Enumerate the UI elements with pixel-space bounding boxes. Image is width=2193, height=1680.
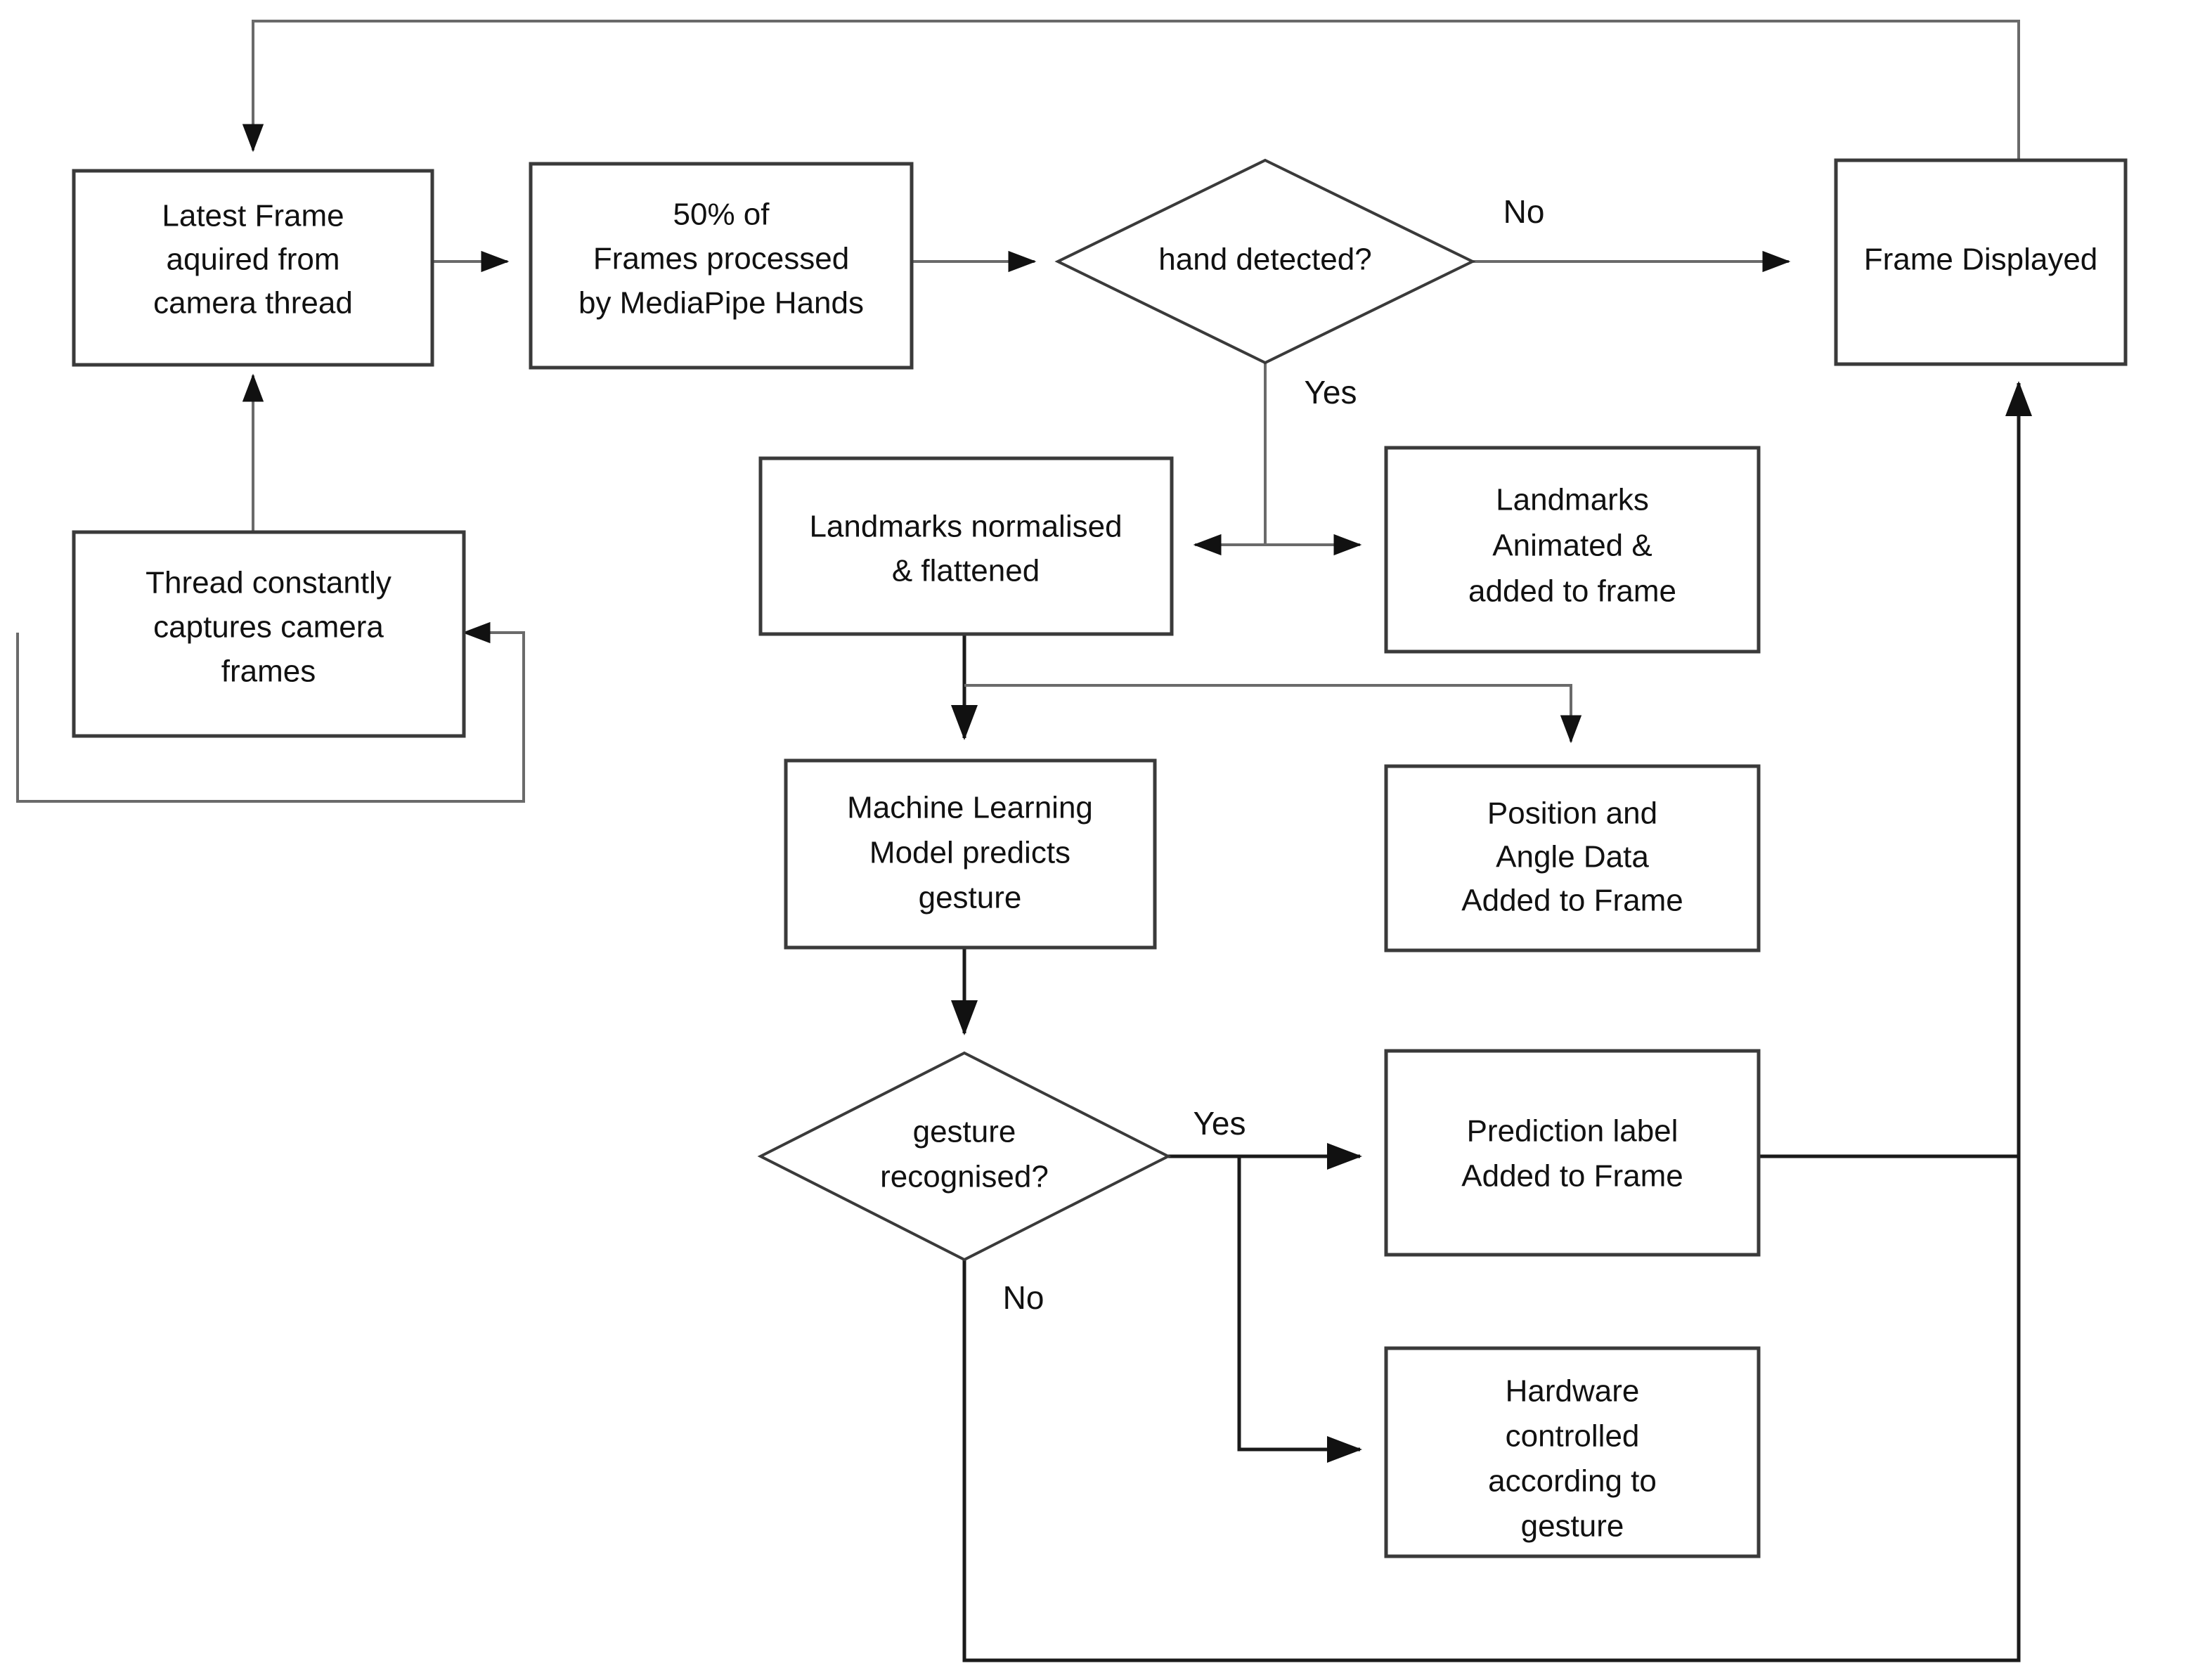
node-landmarks-animated[interactable]: Landmarks Animated & added to frame — [1384, 446, 1761, 654]
node-frame-displayed[interactable]: Frame Displayed — [1834, 158, 2128, 366]
node-mediapipe-line-2: Frames processed — [593, 242, 849, 276]
node-hardware-line-2: controlled — [1506, 1419, 1640, 1454]
node-landmarks-normalised[interactable]: Landmarks normalised & flattened — [758, 456, 1174, 636]
node-prediction-label[interactable]: Prediction label Added to Frame — [1384, 1049, 1761, 1257]
node-latest-frame[interactable]: Latest Frame aquired from camera thread — [72, 169, 434, 367]
node-position-angle-line-2: Angle Data — [1496, 840, 1649, 874]
edge-gesture-yes-to-hardware — [1237, 1156, 1363, 1463]
node-mediapipe-frames[interactable]: 50% of Frames processed by MediaPipe Han… — [529, 162, 914, 370]
node-hardware-line-3: according to — [1488, 1464, 1657, 1499]
node-position-angle-line-1: Position and — [1487, 796, 1657, 831]
node-landmarks-normalised-line-1: Landmarks normalised — [809, 510, 1122, 544]
node-position-angle[interactable]: Position and Angle Data Added to Frame — [1384, 764, 1761, 952]
node-position-angle-line-3: Added to Frame — [1461, 884, 1683, 918]
node-mediapipe-line-3: by MediaPipe Hands — [578, 286, 864, 321]
node-prediction-label-line-1: Prediction label — [1467, 1114, 1678, 1149]
node-latest-frame-line-2: aquired from — [166, 243, 339, 277]
node-hand-detected-label: hand detected? — [1158, 243, 1371, 277]
node-gesture-recognised-line-1: gesture — [913, 1115, 1016, 1149]
node-camera-thread-line-3: frames — [221, 654, 316, 689]
node-hardware-line-4: gesture — [1521, 1509, 1624, 1544]
node-hardware-controlled[interactable]: Hardware controlled according to gesture — [1384, 1346, 1761, 1558]
node-latest-frame-line-3: camera thread — [153, 286, 353, 321]
node-latest-frame-line-1: Latest Frame — [162, 199, 344, 233]
edge-frame-displayed-to-latest-frame — [242, 20, 2020, 160]
node-prediction-label-line-2: Added to Frame — [1461, 1159, 1683, 1194]
edge-label-gesture-recognised-no: No — [1003, 1279, 1044, 1316]
node-gesture-recognised-line-2: recognised? — [880, 1160, 1049, 1194]
node-ml-model[interactable]: Machine Learning Model predicts gesture — [784, 758, 1157, 950]
node-landmarks-animated-line-1: Landmarks — [1496, 483, 1649, 517]
edge-camera-thread-self-loop — [16, 621, 525, 803]
edge-label-hand-detected-yes: Yes — [1304, 374, 1357, 411]
node-ml-model-line-1: Machine Learning — [847, 791, 1093, 825]
edge-label-hand-detected-no: No — [1503, 193, 1545, 230]
node-gesture-recognised[interactable]: gesture recognised? — [757, 1051, 1172, 1262]
node-frame-displayed-label: Frame Displayed — [1864, 243, 2098, 277]
edge-gesture-no-to-frame-displayed — [962, 380, 2032, 1662]
node-hardware-line-1: Hardware — [1506, 1374, 1640, 1409]
edge-landmarks-to-position-angle — [964, 684, 1582, 744]
node-camera-thread-line-1: Thread constantly — [145, 566, 392, 600]
node-camera-thread[interactable]: Thread constantly captures camera frames — [72, 530, 466, 738]
node-ml-model-line-2: Model predicts — [869, 836, 1070, 870]
node-ml-model-line-3: gesture — [919, 881, 1022, 915]
node-landmarks-animated-line-2: Animated & — [1492, 529, 1652, 563]
node-mediapipe-line-1: 50% of — [673, 198, 770, 232]
edge-label-gesture-recognised-yes: Yes — [1193, 1105, 1246, 1142]
node-hand-detected[interactable]: hand detected? — [1054, 158, 1476, 365]
node-landmarks-animated-line-3: added to frame — [1468, 574, 1676, 609]
node-camera-thread-line-2: captures camera — [153, 610, 384, 645]
node-landmarks-normalised-line-2: & flattened — [892, 554, 1040, 588]
